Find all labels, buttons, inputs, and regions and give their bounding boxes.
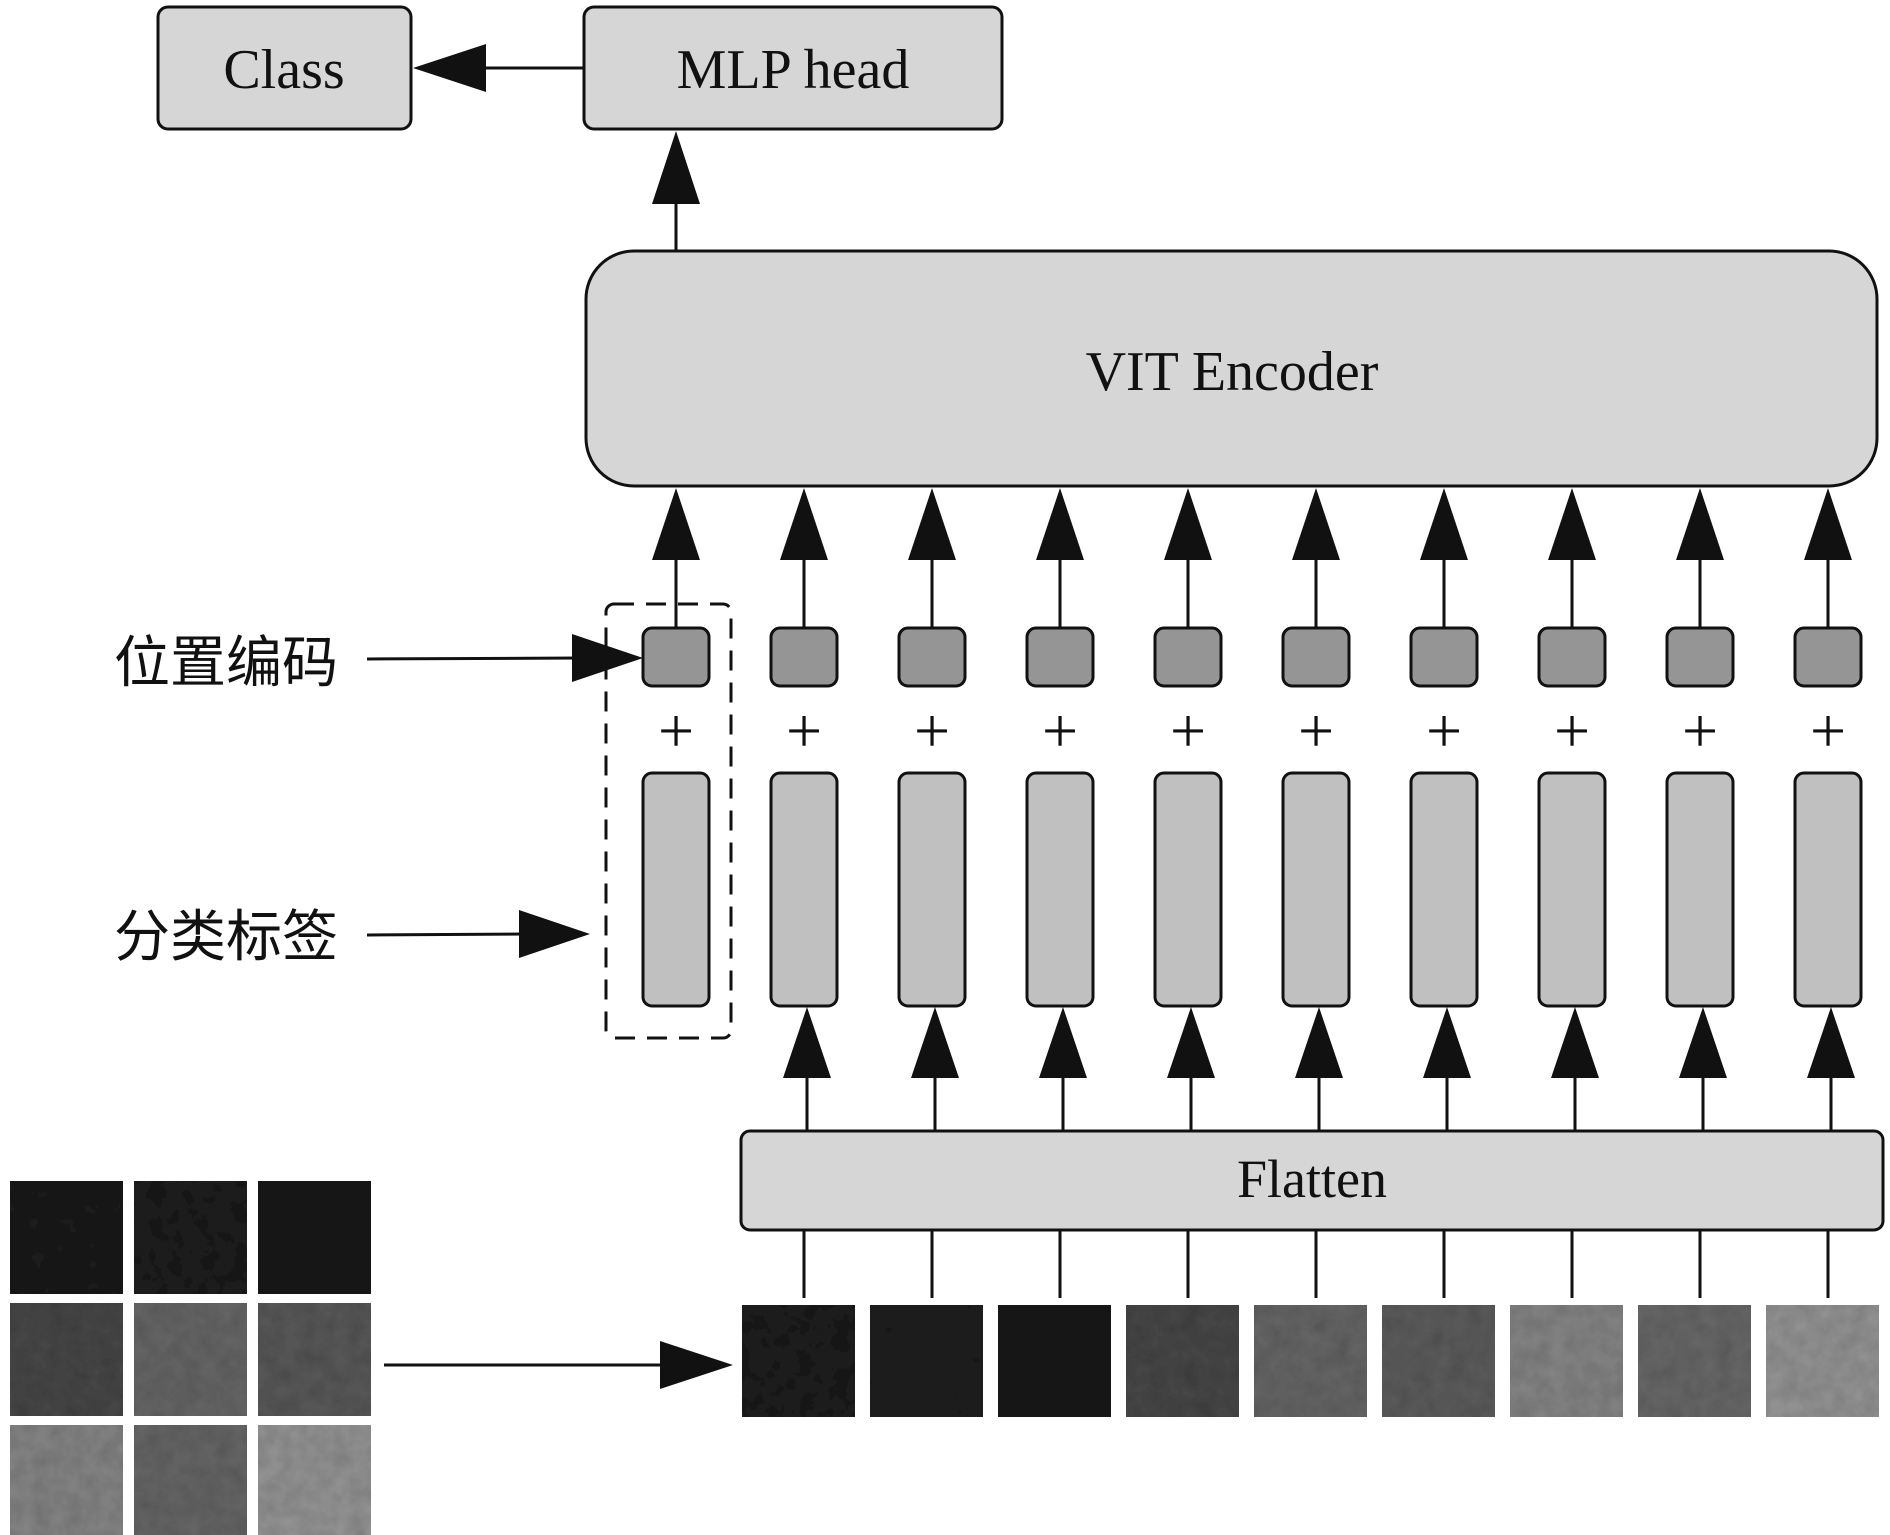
patch-token (1153, 771, 1223, 1008)
token-to-encoder-arrowhead (780, 488, 828, 560)
position-embedding (1409, 626, 1479, 688)
image-patch (10, 1303, 123, 1416)
class-token-label: 分类标签 (114, 907, 338, 969)
token-column: + (1665, 488, 1735, 1131)
vit-encoder-box (584, 249, 1879, 488)
patch-token (1537, 771, 1607, 1008)
flattened-patch (870, 1305, 983, 1417)
flatten-to-token-arrowhead (1807, 1007, 1855, 1078)
class-box (156, 5, 413, 131)
patch-token (1281, 771, 1351, 1008)
flatten-label: Flatten (1237, 1149, 1387, 1209)
position-embedding (641, 626, 711, 688)
flattened-patch-row (742, 1230, 1879, 1417)
patch-token (1409, 771, 1479, 1008)
flatten-to-token-arrowhead (911, 1007, 959, 1078)
token-to-encoder-arrowhead (1036, 488, 1084, 560)
flatten-to-token-arrowhead (1679, 1007, 1727, 1078)
token-column: + (1153, 488, 1223, 1131)
position-embedding (1025, 626, 1095, 688)
mlp-head-label: MLP head (677, 39, 910, 101)
class-box-label: Class (223, 39, 344, 101)
image-patch-grid (10, 1181, 371, 1535)
image-patch (258, 1425, 371, 1535)
class-token-connector (366, 932, 526, 937)
plus-sign: + (914, 695, 950, 766)
token-to-encoder-arrowhead (1292, 488, 1340, 560)
position-embedding (1793, 626, 1863, 688)
flatten-to-token-arrowhead (783, 1007, 831, 1078)
patch-token (1793, 771, 1863, 1008)
token-column: + (897, 488, 967, 1131)
position-embedding (769, 626, 839, 688)
flatten-to-token-arrowhead (1423, 1007, 1471, 1078)
token-to-encoder-arrowhead (908, 488, 956, 560)
image-patch (258, 1303, 371, 1416)
flattened-patch (742, 1305, 855, 1417)
token-to-encoder-arrowhead (1548, 488, 1596, 560)
token-to-encoder-arrowhead (1676, 488, 1724, 560)
position-embedding (1537, 626, 1607, 688)
token-column: + (769, 488, 839, 1131)
flattened-patch (1510, 1305, 1623, 1417)
token-to-encoder-arrowhead (1164, 488, 1212, 560)
image-patch (134, 1303, 247, 1416)
token-to-encoder-arrowhead (1804, 488, 1852, 560)
token-to-encoder-arrowhead (652, 488, 700, 560)
token-column: + (1409, 488, 1479, 1131)
flattened-patch (1766, 1305, 1879, 1417)
position-embedding (1665, 626, 1735, 688)
mlp-to-class-arrowhead (413, 44, 486, 92)
plus-sign: + (1554, 695, 1590, 766)
patch-token (1025, 771, 1095, 1008)
token-column: + (1537, 488, 1607, 1131)
vit-encoder-label: VIT Encoder (1086, 341, 1379, 403)
plus-sign: + (658, 695, 694, 766)
flatten-to-token-arrowhead (1167, 1007, 1215, 1078)
patch-token (897, 771, 967, 1008)
position-encoding-arrowhead (572, 634, 643, 682)
plus-sign: + (1298, 695, 1334, 766)
patch-token (1665, 771, 1735, 1008)
image-patch (258, 1181, 371, 1294)
image-patch (10, 1181, 123, 1294)
flattened-patch (1254, 1305, 1367, 1417)
patch-token (769, 771, 839, 1008)
plus-sign: + (1170, 695, 1206, 766)
plus-sign: + (1810, 695, 1846, 766)
flattened-patch (1382, 1305, 1495, 1417)
image-patch (10, 1425, 123, 1535)
position-embedding (1281, 626, 1351, 688)
token-column: + (1025, 488, 1095, 1131)
flattened-patch (1126, 1305, 1239, 1417)
plus-sign: + (1426, 695, 1462, 766)
flattened-patch (998, 1305, 1111, 1417)
plus-sign: + (1682, 695, 1718, 766)
position-embedding (1153, 626, 1223, 688)
token-column: + (641, 488, 711, 1008)
position-embedding (897, 626, 967, 688)
position-encoding-label: 位置编码 (114, 633, 338, 695)
plus-sign: + (786, 695, 822, 766)
flatten-box (739, 1129, 1885, 1232)
token-column: + (1793, 488, 1863, 1131)
flattened-patch (1638, 1305, 1751, 1417)
flatten-to-token-arrowhead (1039, 1007, 1087, 1078)
encoder-to-mlp-arrowhead (652, 131, 700, 204)
flatten-to-token-arrowhead (1551, 1007, 1599, 1078)
plus-sign: + (1042, 695, 1078, 766)
image-patch (134, 1425, 247, 1535)
token-columns: + + + + + + + + + + (641, 488, 1863, 1131)
token-column: + (1281, 488, 1351, 1131)
class-token-group-outline (604, 602, 733, 1040)
token-to-encoder-arrowhead (1420, 488, 1468, 560)
class-token-arrowhead (519, 910, 590, 958)
position-encoding-connector (366, 656, 581, 661)
class-token (641, 771, 711, 1008)
grid-to-patches-arrowhead (660, 1341, 733, 1389)
flatten-to-token-arrowhead (1295, 1007, 1343, 1078)
image-patch (134, 1181, 247, 1294)
